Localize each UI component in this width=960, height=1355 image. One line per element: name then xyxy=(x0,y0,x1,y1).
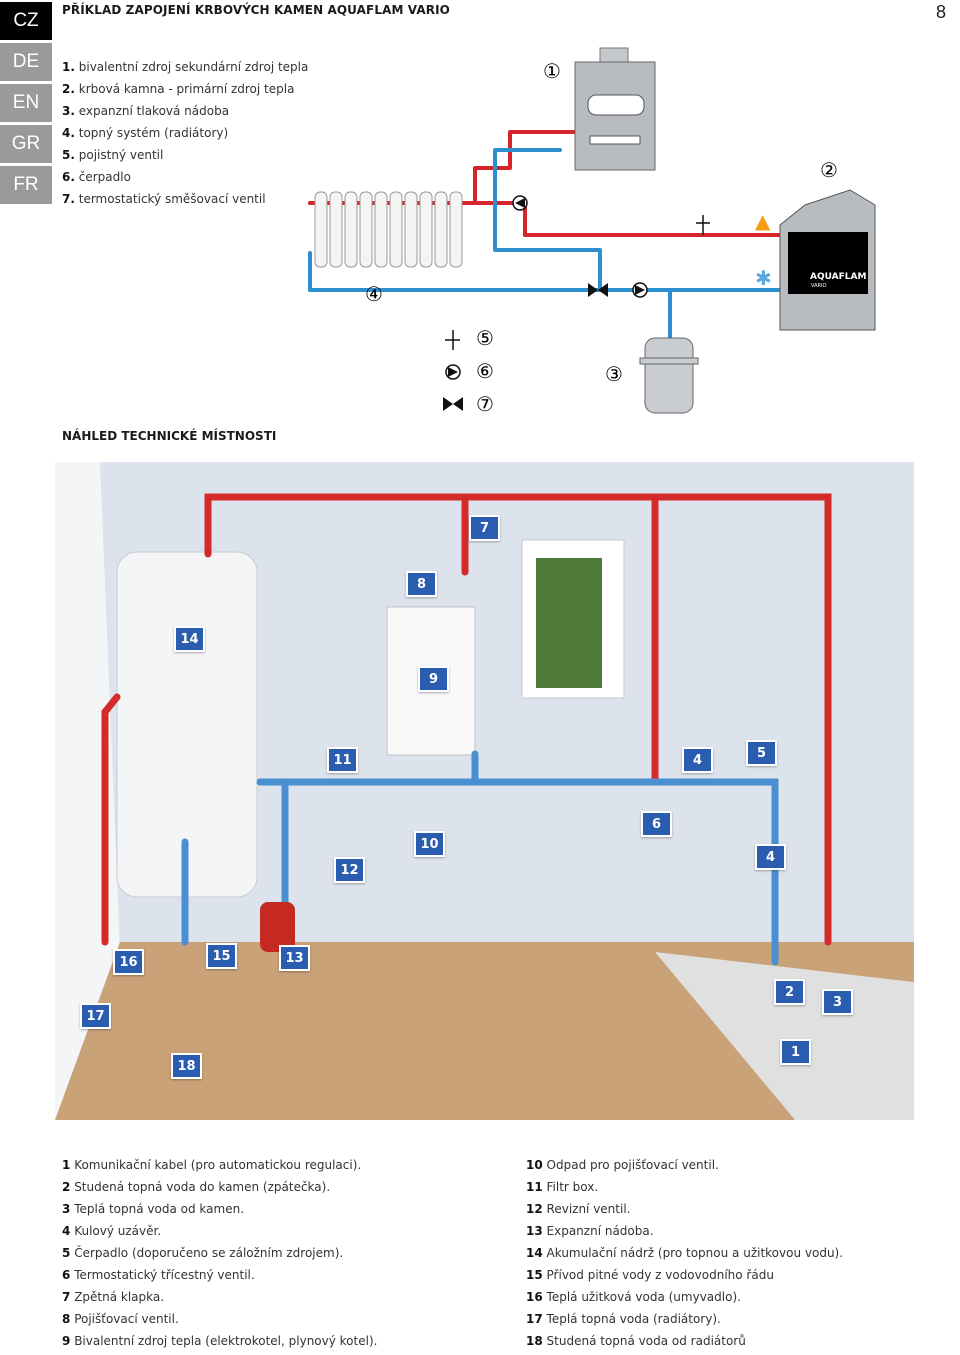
secondary-boiler xyxy=(574,47,656,171)
photo-tag-9: 9 xyxy=(418,666,449,692)
list-item: 10 Odpad pro pojišťovací ventil. xyxy=(526,1158,719,1172)
photo-tag-12: 12 xyxy=(334,857,365,883)
list-item: 1 Komunikační kabel (pro automatickou re… xyxy=(62,1158,362,1172)
list-item: 16 Teplá užitková voda (umyvadlo). xyxy=(526,1290,741,1304)
marker-7: ⑦ xyxy=(476,392,494,416)
safety-valve-icon xyxy=(445,330,460,350)
list-item: 11 Filtr box. xyxy=(526,1180,599,1194)
legend-item: 5. pojistný ventil xyxy=(62,148,164,162)
marker-3: ③ xyxy=(605,362,623,386)
legend-item: 3. expanzní tlaková nádoba xyxy=(62,104,230,118)
photo-tag-13: 13 xyxy=(279,945,310,971)
stove-aquaflam: AQUAFLAM VARIO ▲ ✱ xyxy=(755,189,876,331)
photo-tag-6: 6 xyxy=(641,811,672,837)
marker-6: ⑥ xyxy=(476,359,494,383)
photo-tag-3: 3 xyxy=(822,989,853,1015)
legend-item: 1. bivalentní zdroj sekundární zdroj tep… xyxy=(62,60,309,74)
photo-tag-15: 15 xyxy=(206,943,237,969)
snowflake-icon: ✱ xyxy=(755,266,772,290)
lang-tab-gr[interactable]: GR xyxy=(0,125,52,163)
mixing-valve-icon xyxy=(588,283,608,297)
list-item: 15 Přívod pitné vody z vodovodního řádu xyxy=(526,1268,774,1282)
photo-tag-5: 5 xyxy=(746,740,777,766)
marker-2: ② xyxy=(820,158,838,182)
photo-tag-7: 7 xyxy=(469,515,500,541)
photo-tag-10: 10 xyxy=(414,831,445,857)
technical-room-image xyxy=(55,462,914,1120)
photo-tag-4b: 4 xyxy=(755,844,786,870)
photo-tag-8: 8 xyxy=(406,571,437,597)
safety-valve-icon xyxy=(696,215,710,235)
list-item: 8 Pojišťovací ventil. xyxy=(62,1312,179,1326)
description-list-right: 10 Odpad pro pojišťovací ventil. 11 Filt… xyxy=(526,1157,843,1355)
mixing-valve-icon xyxy=(443,397,463,411)
description-list-left: 1 Komunikační kabel (pro automatickou re… xyxy=(62,1157,377,1355)
lang-tab-en[interactable]: EN xyxy=(0,84,52,122)
list-item: 3 Teplá topná voda od kamen. xyxy=(62,1202,245,1216)
list-item: 2 Studená topná voda do kamen (zpátečka)… xyxy=(62,1180,331,1194)
cold-pipe-return xyxy=(308,251,782,292)
list-item: 18 Studená topná voda od radiátorů xyxy=(526,1334,746,1348)
photo-tag-14: 14 xyxy=(174,626,205,652)
lang-tab-cz[interactable]: CZ xyxy=(0,2,52,40)
radiator xyxy=(314,191,463,268)
photo-tag-17: 17 xyxy=(80,1003,111,1029)
cold-pipe-mixing xyxy=(493,188,602,292)
expansion-tank xyxy=(639,337,699,414)
list-item: 13 Expanzní nádoba. xyxy=(526,1224,654,1238)
stove-brand: AQUAFLAM xyxy=(810,272,866,282)
list-item: 6 Termostatický třícestný ventil. xyxy=(62,1268,255,1282)
section-title: NÁHLED TECHNICKÉ MÍSTNOSTI xyxy=(62,429,277,443)
page-title: PŘÍKLAD ZAPOJENÍ KRBOVÝCH KAMEN AQUAFLAM… xyxy=(62,3,450,17)
legend-item: 6. čerpadlo xyxy=(62,170,131,184)
photo-tag-11: 11 xyxy=(327,747,358,773)
legend-item: 2. krbová kamna - primární zdroj tepla xyxy=(62,82,295,96)
marker-4: ④ xyxy=(365,282,383,306)
stove-brand-sub: VARIO xyxy=(811,283,826,289)
marker-5: ⑤ xyxy=(476,326,494,350)
page-number: 8 xyxy=(935,2,946,22)
cold-pipe-boiler xyxy=(493,148,562,192)
hot-pipe-stove xyxy=(508,201,782,237)
list-item: 12 Revizní ventil. xyxy=(526,1202,631,1216)
list-item: 9 Bivalentní zdroj tepla (elektrokotel, … xyxy=(62,1334,378,1348)
list-item: 17 Teplá topná voda (radiátory). xyxy=(526,1312,721,1326)
list-item: 7 Zpětná klapka. xyxy=(62,1290,165,1304)
marker-1: ① xyxy=(543,59,561,83)
photo-tag-16: 16 xyxy=(113,949,144,975)
photo-tag-2: 2 xyxy=(774,979,805,1005)
legend-item: 4. topný systém (radiátory) xyxy=(62,126,229,140)
legend-list: 1. bivalentní zdroj sekundární zdroj tep… xyxy=(62,58,308,212)
lang-tab-fr[interactable]: FR xyxy=(0,166,52,204)
photo-tag-1: 1 xyxy=(780,1039,811,1065)
list-item: 14 Akumulační nádrž (pro topnou a užitko… xyxy=(526,1246,844,1260)
list-item: 5 Čerpadlo (doporučeno se záložním zdroj… xyxy=(62,1246,344,1260)
heating-schematic: AQUAFLAM VARIO ▲ ✱ ① ② ③ ④ ⑤ ⑥ ⑦ xyxy=(308,47,876,416)
flame-icon: ▲ xyxy=(755,209,771,233)
photo-tag-4: 4 xyxy=(682,747,713,773)
photo-tag-18: 18 xyxy=(171,1053,202,1079)
legend-item: 7. termostatický směšovací ventil xyxy=(62,192,266,206)
lang-tab-de[interactable]: DE xyxy=(0,43,52,81)
list-item: 4 Kulový uzávěr. xyxy=(62,1224,162,1238)
